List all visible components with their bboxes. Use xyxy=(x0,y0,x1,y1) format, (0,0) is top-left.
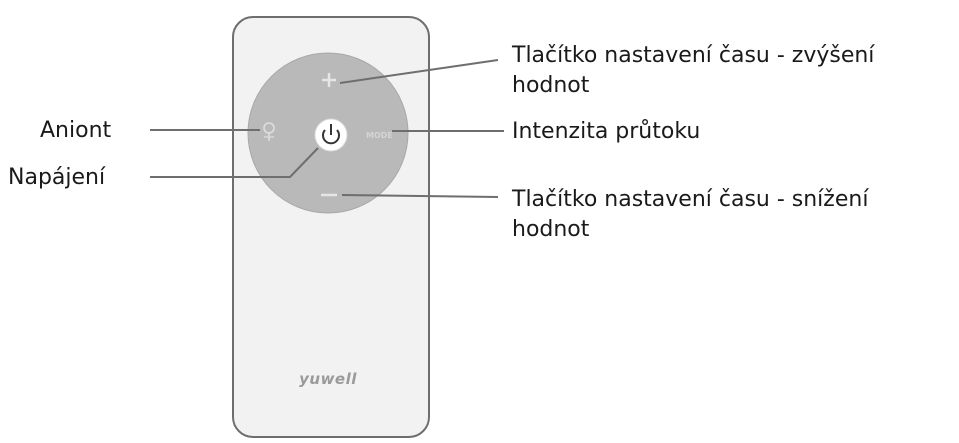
label-flow: Intenzita průtoku xyxy=(512,119,701,144)
brand-logo: yuwell xyxy=(299,370,357,388)
label-time-up-line1: Tlačítko nastavení času - zvýšení xyxy=(512,43,875,68)
leader-line-time-down xyxy=(341,194,499,198)
label-time-down: Tlačítko nastavení času - snížení hodnot xyxy=(512,185,868,245)
label-anion: Aniont xyxy=(40,118,112,143)
power-button[interactable] xyxy=(314,118,348,152)
label-power: Napájení xyxy=(8,165,106,190)
leader-line-time-up xyxy=(339,59,499,84)
label-time-up: Tlačítko nastavení času - zvýšení hodnot xyxy=(512,41,874,101)
label-time-down-line2: hodnot xyxy=(512,217,590,242)
anion-icon[interactable] xyxy=(263,122,275,141)
leader-line-power xyxy=(150,147,319,178)
power-icon xyxy=(322,124,340,145)
label-time-down-line1: Tlačítko nastavení času - snížení xyxy=(512,187,869,212)
label-time-up-line2: hodnot xyxy=(512,73,590,98)
plus-icon[interactable] xyxy=(322,73,336,87)
mode-button[interactable]: MODE xyxy=(366,131,393,140)
